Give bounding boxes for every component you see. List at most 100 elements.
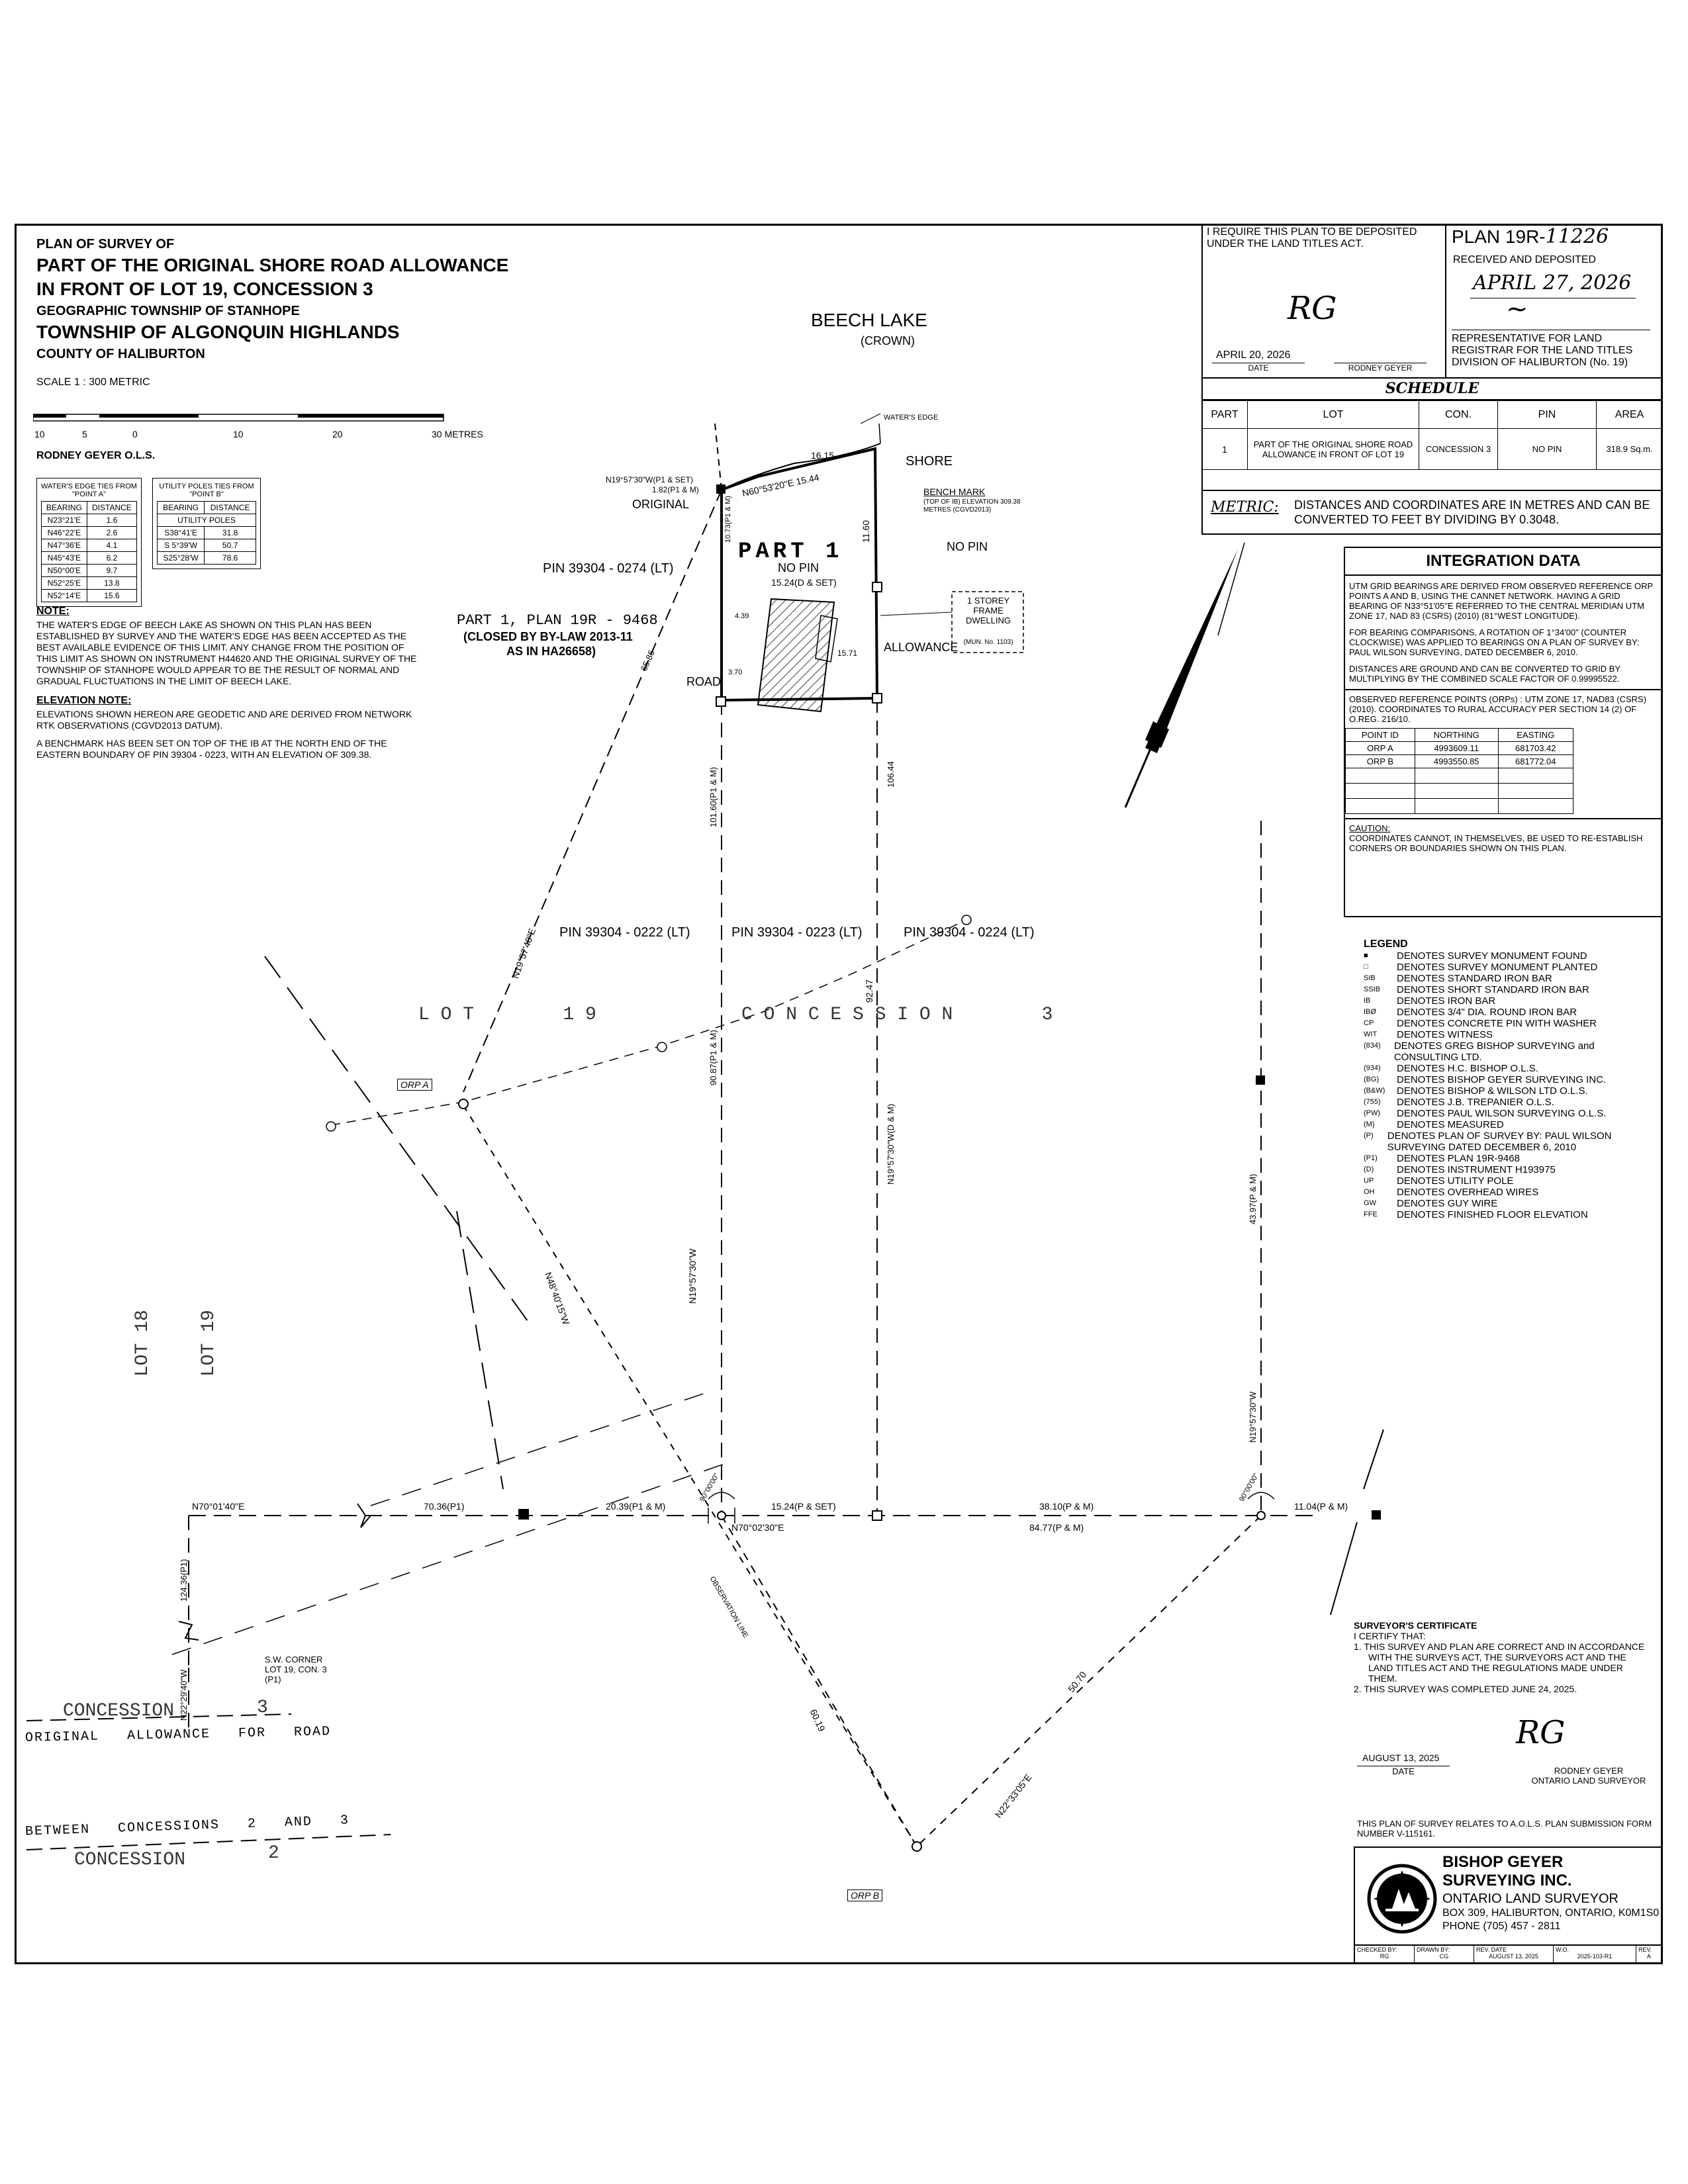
integration-p3: DISTANCES ARE GROUND AND CAN BE CONVERTE… — [1349, 664, 1620, 684]
scale-tick-1: 5 — [82, 429, 87, 439]
legend-item: (934)DENOTES H.C. BISHOP O.L.S. — [1364, 1063, 1655, 1074]
dim-1615: 16.15 — [811, 450, 835, 461]
legend-symbol: IBØ — [1364, 1008, 1376, 1016]
certificate-title2: ONTARIO LAND SURVEYOR — [1531, 1776, 1646, 1786]
plan-cell: PLAN 19R-11226 RECEIVED AND DEPOSITED AP… — [1446, 224, 1663, 377]
pole-ties-h1: BEARING — [156, 501, 205, 514]
field-wo: W.O.2025-103-R1 — [1554, 1946, 1636, 1964]
monument-planted — [872, 1510, 882, 1521]
orp-b-point — [912, 1841, 922, 1852]
legend-item: (P)DENOTES PLAN OF SURVEY BY: PAUL WILSO… — [1364, 1130, 1655, 1153]
pin-point — [1256, 1511, 1266, 1520]
dim-n70-2: N70°02'30"E — [731, 1522, 784, 1533]
field-value: A — [1646, 1953, 1651, 1960]
cell: 318.9 Sq.m. — [1596, 428, 1663, 470]
part1-plan-label: PART 1, PLAN 19R - 9468 — [457, 612, 658, 629]
concession3-label: C O N C E S S I O N 3 — [741, 1005, 1053, 1025]
bench-mark-label: BENCH MARK — [923, 486, 986, 497]
certificate: SURVEYOR'S CERTIFICATE I CERTIFY THAT: 1… — [1354, 1620, 1645, 1694]
cell: 6.2 — [86, 551, 138, 565]
scale-tick-0: 10 — [34, 429, 45, 439]
cell: N52°14'E — [41, 589, 87, 602]
firm-name2: SURVEYING INC. — [1442, 1872, 1572, 1889]
schedule-h-pin: PIN — [1497, 400, 1597, 429]
pin-point — [717, 1511, 726, 1520]
table-row — [1345, 798, 1574, 814]
legend-symbol: (P1) — [1364, 1154, 1378, 1162]
cell: 681772.04 — [1497, 754, 1574, 768]
scale-tick-5: 30 METRES — [432, 429, 483, 439]
line-orpb-1 — [721, 1515, 917, 1847]
utility-pole — [326, 1121, 336, 1132]
deposit-block — [1201, 224, 1663, 535]
part1-boundary — [720, 447, 879, 702]
legend-text: DENOTES 3/4" DIA. ROUND IRON BAR — [1397, 1007, 1577, 1018]
cell: N47°36'E — [41, 539, 87, 552]
notes-block: NOTE: THE WATER'S EDGE OF BEECH LAKE AS … — [36, 606, 417, 760]
legend-item: □DENOTES SURVEY MONUMENT PLANTED — [1364, 962, 1655, 973]
orp-b-label: ORP B — [847, 1889, 883, 1901]
dim-1104: 11.04(P & M) — [1294, 1501, 1348, 1512]
dim-n22: N22°29'40"W — [179, 1669, 189, 1721]
cell — [1414, 798, 1499, 814]
line-orpb-2 — [916, 1515, 1262, 1847]
legend-text: DENOTES STANDARD IRON BAR — [1397, 973, 1552, 984]
legend-text: DENOTES FINISHED FLOOR ELEVATION — [1397, 1209, 1588, 1220]
dim-370: 3.70 — [728, 668, 743, 676]
elevation-note-title: ELEVATION NOTE: — [36, 695, 132, 706]
waters-edge-north — [878, 423, 881, 444]
legend-symbol: UP — [1364, 1177, 1374, 1185]
sw-corner-label: S.W. CORNER LOT 19, CON. 3 (P1) — [265, 1655, 327, 1684]
field-checked: CHECKED BY:RG — [1355, 1946, 1415, 1964]
pin-0222-label: PIN 39304 - 0222 (LT) — [559, 925, 690, 940]
legend-symbol: OH — [1364, 1188, 1375, 1196]
field-drawn: DRAWN BY:CG — [1415, 1946, 1474, 1964]
dim-n19-3: N19°57'30"W(D & M) — [886, 1103, 896, 1185]
scale-tick-2: 0 — [132, 429, 138, 439]
certificate-item2: 2. THIS SURVEY WAS COMPLETED JUNE 24, 20… — [1354, 1684, 1577, 1694]
dim-2039: 20.39(P1 & M) — [606, 1501, 666, 1512]
line-0274 — [463, 489, 722, 1093]
legend-title: LEGEND — [1364, 938, 1408, 950]
lot19v-label: LOT 19 — [199, 1310, 219, 1377]
legend-item: (834)DENOTES GREG BISHOP SURVEYING and C… — [1364, 1040, 1655, 1063]
road-line-3 — [171, 1462, 729, 1655]
legend-text: DENOTES SHORT STANDARD IRON BAR — [1397, 984, 1589, 995]
dim-12436: 124.36(P1) — [179, 1559, 189, 1602]
dwelling-footprint — [757, 598, 835, 713]
deposit-require-text: I REQUIRE THIS PLAN TO BE DEPOSITED UNDE… — [1207, 226, 1417, 250]
dwelling-label-box — [951, 591, 1024, 653]
legend-item: ■DENOTES SURVEY MONUMENT FOUND — [1364, 950, 1655, 962]
orp-h2: NORTHING — [1414, 728, 1499, 742]
utility-poles — [326, 915, 972, 1132]
planted-monuments — [716, 582, 882, 1521]
cell: 78.6 — [204, 551, 256, 565]
legend-symbol: □ — [1364, 963, 1368, 971]
legend-symbol: (P) — [1364, 1132, 1374, 1140]
aols-text: THIS PLAN OF SURVEY RELATES TO A.O.L.S. … — [1357, 1819, 1652, 1839]
orp-a-point — [458, 1099, 469, 1109]
shore-label: SHORE — [906, 454, 953, 469]
monuments — [518, 484, 1381, 1520]
deposit-name: RODNEY GEYER — [1334, 363, 1427, 373]
title-line1: PLAN OF SURVEY OF — [36, 237, 175, 251]
legend-item: (755)DENOTES J.B. TREPANIER O.L.S. — [1364, 1097, 1655, 1108]
cell: 2.6 — [86, 526, 138, 539]
part1-label: PART 1 — [738, 539, 843, 565]
metric-text: DISTANCES AND COORDINATES ARE IN METRES … — [1294, 498, 1650, 526]
certificate-name: RODNEY GEYER ONTARIO LAND SURVEYOR — [1516, 1766, 1662, 1786]
scale-tick-4: 20 — [332, 429, 343, 439]
firm-sub: ONTARIO LAND SURVEYOR — [1442, 1891, 1618, 1906]
line-0274-ext — [714, 423, 722, 490]
no-pin-east: NO PIN — [947, 540, 988, 553]
legend-text: DENOTES BISHOP & WILSON LTD O.L.S. — [1397, 1085, 1588, 1097]
legend-item: IBØ DENOTES 3/4" DIA. ROUND IRON BAR — [1364, 1007, 1655, 1018]
cell: 1 — [1201, 428, 1248, 470]
